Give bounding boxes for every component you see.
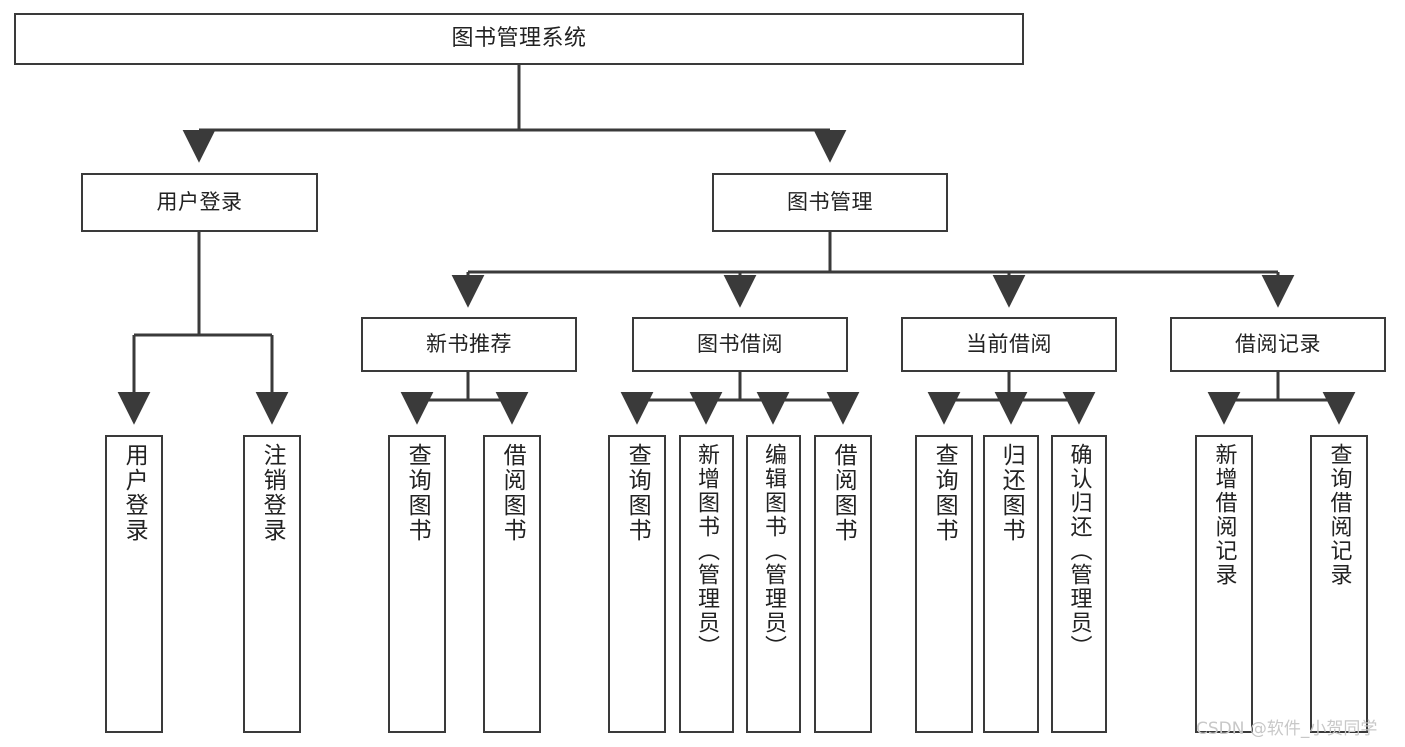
- node-label: 确认归还（管理员）: [1066, 443, 1092, 659]
- node-label: 当前借阅: [966, 332, 1052, 357]
- node-label: 查询图书: [624, 443, 651, 543]
- leaf-current-return-book[interactable]: 归还图书: [983, 435, 1039, 733]
- leaf-recommend-borrow-book[interactable]: 借阅图书: [483, 435, 541, 733]
- node-label: 查询图书: [931, 443, 958, 543]
- node-label: 查询图书: [404, 443, 431, 543]
- node-book-borrow[interactable]: 图书借阅: [632, 317, 848, 372]
- node-label: 新书推荐: [426, 332, 512, 357]
- node-label: 借阅图书: [830, 443, 857, 543]
- node-new-book-recommend[interactable]: 新书推荐: [361, 317, 577, 372]
- leaf-record-add-record[interactable]: 新增借阅记录: [1195, 435, 1253, 733]
- leaf-borrow-edit-book-admin[interactable]: 编辑图书（管理员）: [746, 435, 801, 733]
- node-label: 图书借阅: [697, 332, 783, 357]
- node-label: 归还图书: [998, 443, 1025, 543]
- leaf-borrow-query-book[interactable]: 查询图书: [608, 435, 666, 733]
- leaf-borrow-borrow-book[interactable]: 借阅图书: [814, 435, 872, 733]
- node-label: 用户登录: [156, 190, 243, 215]
- node-user-login[interactable]: 用户登录: [81, 173, 318, 232]
- node-label: 借阅记录: [1235, 332, 1321, 357]
- leaf-user-login-login[interactable]: 用户登录: [105, 435, 163, 733]
- node-current-borrow[interactable]: 当前借阅: [901, 317, 1117, 372]
- node-label: 新增借阅记录: [1211, 443, 1237, 587]
- node-book-management[interactable]: 图书管理: [712, 173, 948, 232]
- node-label: 借阅图书: [499, 443, 526, 543]
- leaf-record-query-record[interactable]: 查询借阅记录: [1310, 435, 1368, 733]
- node-label: 查询借阅记录: [1326, 443, 1352, 587]
- leaf-borrow-add-book-admin[interactable]: 新增图书（管理员）: [679, 435, 734, 733]
- node-root-system[interactable]: 图书管理系统: [14, 13, 1024, 65]
- leaf-current-query-book[interactable]: 查询图书: [915, 435, 973, 733]
- leaf-current-confirm-return-admin[interactable]: 确认归还（管理员）: [1051, 435, 1107, 733]
- csdn-watermark: CSDN @软件_小贺同学: [1196, 719, 1378, 739]
- leaf-user-login-logout[interactable]: 注销登录: [243, 435, 301, 733]
- node-borrow-record[interactable]: 借阅记录: [1170, 317, 1386, 372]
- leaf-recommend-query-book[interactable]: 查询图书: [388, 435, 446, 733]
- node-label: 用户登录: [121, 443, 148, 543]
- node-label: 新增图书（管理员）: [694, 443, 720, 659]
- node-label: 编辑图书（管理员）: [761, 443, 787, 659]
- node-label: 图书管理: [787, 190, 873, 215]
- node-label: 注销登录: [259, 443, 286, 543]
- node-label: 图书管理系统: [451, 26, 587, 52]
